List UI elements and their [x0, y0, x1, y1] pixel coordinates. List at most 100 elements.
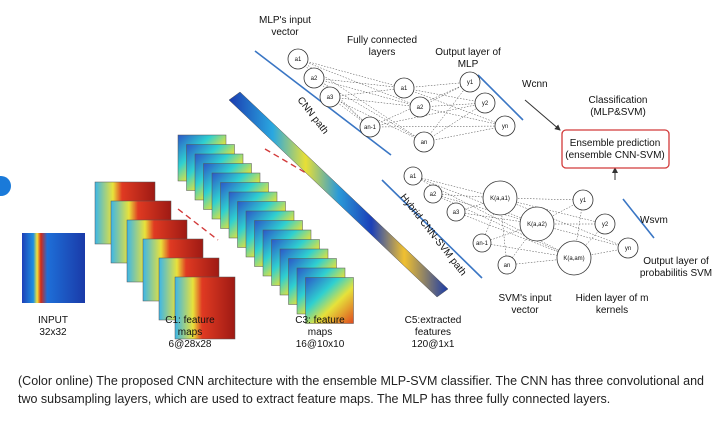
svg-text:MLP's input: MLP's input [259, 15, 311, 26]
svg-text:Output layer of: Output layer of [643, 256, 709, 267]
mlp-input-node [303, 67, 325, 89]
svg-text:C5:extracted: C5:extracted [405, 315, 462, 326]
svg-text:INPUT: INPUT [38, 315, 68, 326]
svg-text:16@10x10: 16@10x10 [296, 339, 345, 350]
connection-line [412, 175, 538, 225]
output-svm-label: Output layer of probabilitis SVM [640, 256, 712, 279]
output-mlp-label: Output layer of MLP [435, 47, 501, 70]
svg-text:kernels: kernels [596, 305, 628, 316]
svg-text:Ensemble prediction: Ensemble prediction [570, 138, 661, 149]
svm-kernel-node [519, 206, 555, 242]
mlp-output-node-label: y2 [482, 101, 489, 107]
connection-line [423, 102, 486, 143]
mlp-output-node [474, 92, 496, 114]
svm-kernel-node-label: K(a,am) [563, 256, 584, 262]
svg-text:probabilitis SVM: probabilitis SVM [640, 268, 712, 279]
svg-text:Hiden layer of m: Hiden layer of m [576, 293, 649, 304]
connection-line [423, 125, 506, 143]
mlp-output-node-label: yn [502, 124, 508, 130]
svg-text:C3: feature: C3: feature [295, 315, 345, 326]
connection-line [432, 193, 575, 259]
connection-line [369, 125, 506, 128]
connection-line [432, 193, 501, 199]
svm-input-node-label: a2 [430, 192, 437, 198]
figure-caption: (Color online) The proposed CNN architec… [18, 374, 704, 406]
c3-map [305, 277, 354, 324]
svg-text:maps: maps [178, 327, 202, 338]
svm-input-label: SVM's input vector [498, 293, 551, 316]
connection-line [403, 81, 471, 89]
mlp-hidden-node [409, 96, 431, 118]
c1-feature-maps [94, 181, 236, 340]
mlp-hidden-node-label: an [421, 140, 428, 146]
svg-text:MLP: MLP [458, 59, 479, 70]
c1-label: C1: feature maps 6@28x28 [165, 315, 215, 350]
svg-text:vector: vector [511, 305, 539, 316]
connection-line [499, 197, 508, 266]
c5-label: C5:extracted features 120@1x1 [405, 315, 462, 350]
mlp-hidden-node [413, 131, 435, 153]
mlp-input-label: MLP's input vector [259, 15, 311, 38]
svm-input-node-label: a3 [453, 210, 460, 216]
svm-input-node [446, 202, 466, 222]
w-cnn-line [477, 74, 524, 121]
connection-line [329, 96, 371, 128]
connection-line [329, 87, 405, 98]
svm-output-node-label: yn [625, 246, 631, 252]
classification-label: Classification (MLP&SVM) [589, 95, 648, 118]
connection-line [455, 211, 575, 259]
c1-c3-dash-line [177, 208, 219, 241]
connection-line [506, 257, 575, 266]
connection-line [499, 197, 606, 225]
connection-line [481, 242, 575, 259]
connection-line [432, 193, 538, 225]
mlp-to-ensemble-arrow [524, 99, 561, 131]
c5-feature-strip [228, 91, 449, 298]
svg-text:(ensemble CNN-SVM): (ensemble CNN-SVM) [565, 150, 664, 161]
svg-text:(MLP&SVM): (MLP&SVM) [590, 107, 646, 118]
connection-line [499, 197, 584, 201]
input-label: INPUT 32x32 [38, 315, 68, 338]
w-cnn-label: Wcnn [522, 79, 548, 90]
svm-input-node [423, 184, 443, 204]
svm-kernel-node [556, 240, 592, 276]
connection-line [499, 197, 629, 249]
svm-output-node-label: y2 [602, 222, 609, 228]
svm-output-node [617, 237, 639, 259]
svg-text:features: features [415, 327, 451, 338]
connection-line [297, 58, 405, 89]
ensemble-box [561, 129, 670, 169]
mlp-hidden-node [359, 116, 381, 138]
mlp-input-node [287, 48, 309, 70]
svg-text:layers: layers [369, 47, 396, 58]
network-nodes: a1a2a3a1a2an-1any1y2yna1a2a3an-1anK(a,a1… [287, 48, 639, 276]
svg-text:vector: vector [271, 27, 299, 38]
c3-feature-maps [177, 134, 354, 324]
mlp-input-node-label: a3 [327, 95, 334, 101]
connection-line [313, 77, 405, 89]
svm-kernel-node-label: K(a,a2) [527, 222, 547, 228]
connection-line [329, 96, 421, 108]
connection-line [297, 58, 421, 108]
svm-output-node [594, 213, 616, 235]
svm-input-node-label: an [504, 263, 511, 269]
hidden-layer-label: Hiden layer of m kernels [576, 293, 649, 316]
mlp-input-node [319, 86, 341, 108]
svg-text:32x32: 32x32 [39, 327, 67, 338]
side-marker-dot [0, 176, 11, 196]
svg-text:6@28x28: 6@28x28 [169, 339, 212, 350]
svm-input-node [403, 166, 423, 186]
svm-input-node [472, 233, 492, 253]
ensemble-label: Ensemble prediction (ensemble CNN-SVM) [565, 138, 664, 161]
mlp-input-node-label: a1 [295, 57, 302, 63]
mlp-output-node [459, 71, 481, 93]
mlp-output-node [494, 115, 516, 137]
svg-text:C1: feature: C1: feature [165, 315, 215, 326]
svm-input-node-label: an-1 [476, 241, 489, 247]
mlp-hidden-node-label: an-1 [364, 125, 377, 131]
svm-kernel-node-label: K(a,a1) [490, 196, 510, 202]
mlp-hidden-node [393, 77, 415, 99]
svg-text:SVM's input: SVM's input [498, 293, 551, 304]
svm-kernel-node [482, 180, 518, 216]
svm-output-node-label: y1 [580, 198, 587, 204]
